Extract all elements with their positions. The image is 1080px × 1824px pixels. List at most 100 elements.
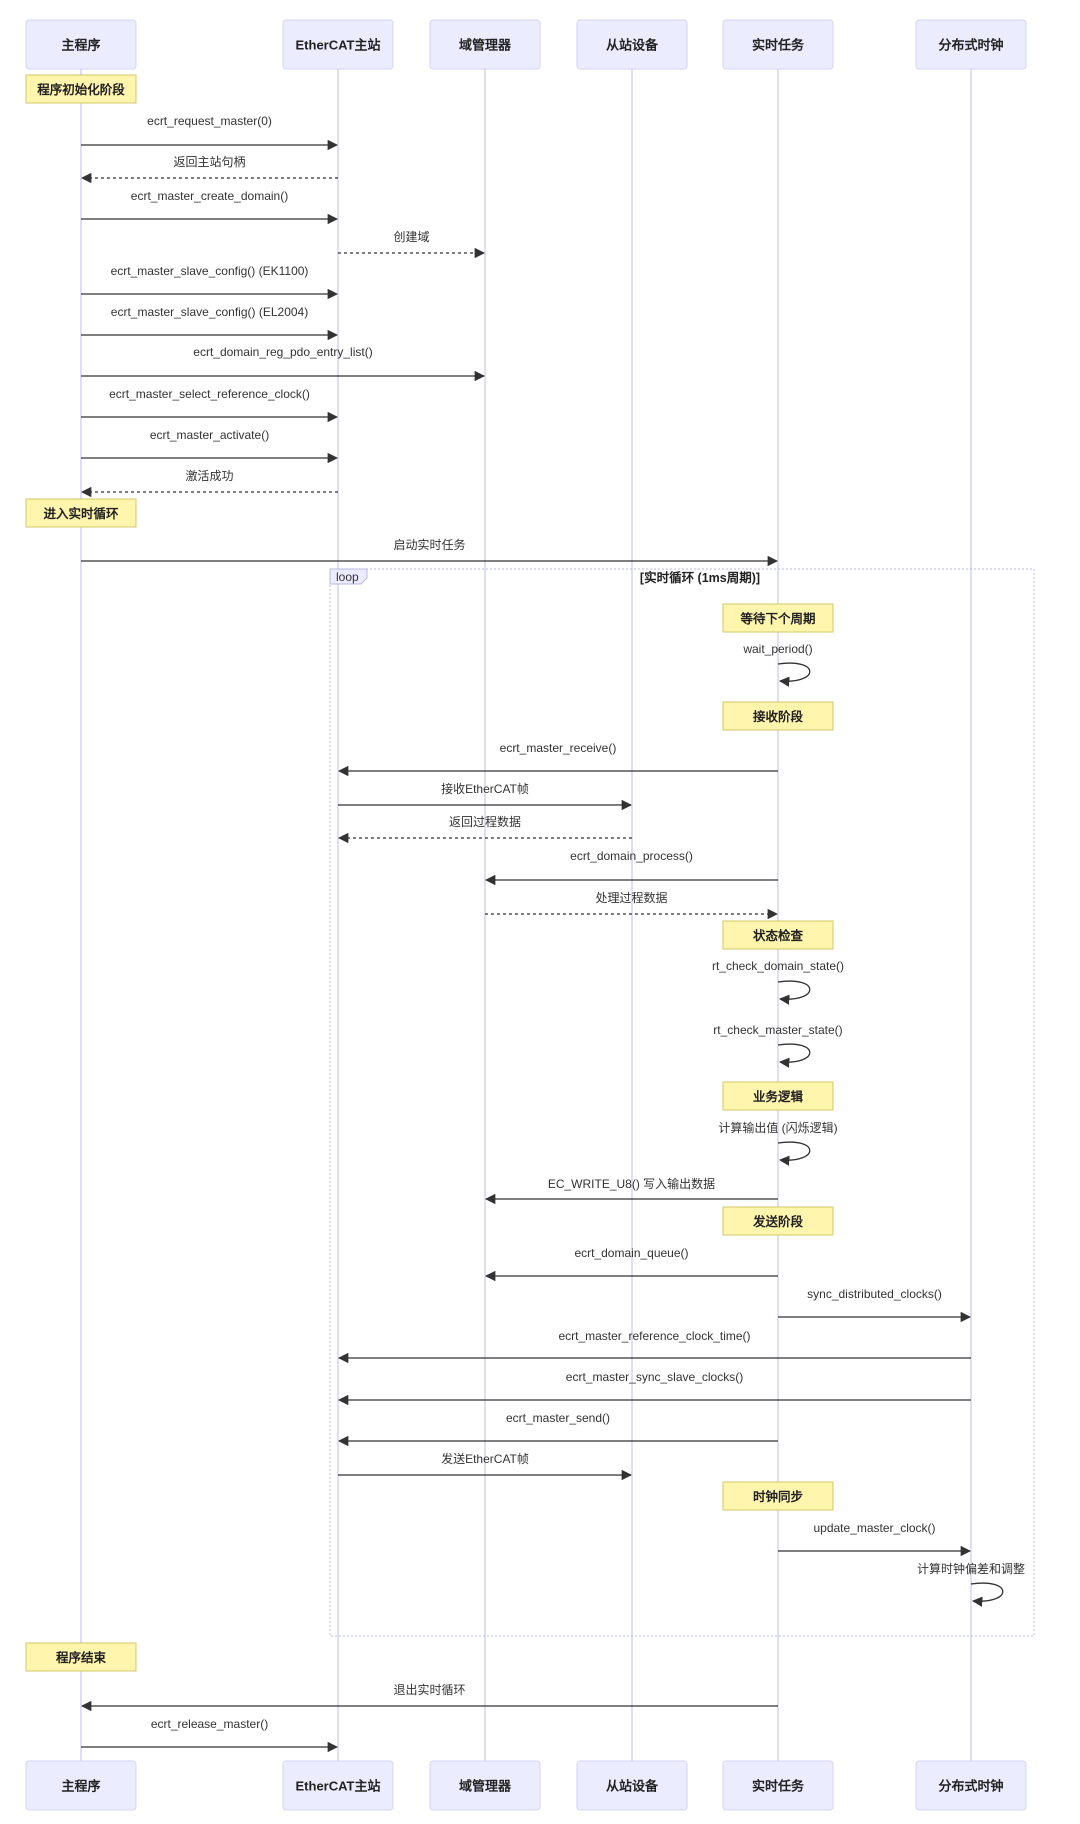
- message: ecrt_domain_queue(): [484, 1246, 778, 1282]
- note-text: 发送阶段: [752, 1214, 804, 1229]
- note-text: 程序初始化阶段: [37, 82, 125, 97]
- self-arrow: [777, 980, 811, 1005]
- message: ecrt_release_master(): [81, 1717, 339, 1753]
- participant-label: 从站设备: [606, 1779, 659, 1794]
- note-box: [722, 1081, 834, 1111]
- message-label: 返回过程数据: [449, 814, 521, 829]
- loop-frame: loop [实时循环 (1ms周期)]: [329, 568, 1035, 1637]
- participant-box: [722, 19, 834, 70]
- message-label: wait_period(): [742, 642, 812, 656]
- participant-label: 实时任务: [752, 38, 805, 53]
- message-label: ecrt_domain_reg_pdo_entry_list(): [193, 345, 372, 359]
- message-label: 处理过程数据: [595, 890, 667, 905]
- lifelines: [80, 69, 972, 1761]
- message: ecrt_master_send(): [337, 1411, 778, 1447]
- loop-tag: [329, 568, 368, 585]
- participant-label: EtherCAT主站: [296, 38, 381, 53]
- participant-box: [25, 1760, 137, 1811]
- note-text: 接收阶段: [753, 709, 804, 724]
- message: sync_distributed_clocks(): [778, 1287, 972, 1323]
- message-label: 退出实时循环: [393, 1682, 465, 1697]
- message: 接收EtherCAT帧: [338, 781, 633, 811]
- loop-condition: [实时循环 (1ms周期)]: [640, 570, 760, 585]
- message: ecrt_master_sync_slave_clocks(): [337, 1370, 971, 1406]
- message: ecrt_master_slave_config() (EL2004): [81, 305, 339, 341]
- message-label: ecrt_master_sync_slave_clocks(): [566, 1370, 743, 1384]
- message: 处理过程数据: [485, 890, 779, 920]
- message-label: ecrt_master_select_reference_clock(): [109, 387, 310, 401]
- participant-box: [915, 19, 1027, 70]
- message-label: ecrt_master_send(): [506, 1411, 610, 1425]
- note-box: [25, 74, 137, 104]
- loop-block: loop [实时循环 (1ms周期)]: [329, 568, 1035, 1637]
- participant-label: 分布式时钟: [938, 38, 1003, 53]
- message-label: ecrt_domain_queue(): [574, 1246, 688, 1260]
- note-text: 进入实时循环: [43, 506, 119, 521]
- message: 返回过程数据: [337, 814, 632, 844]
- note: 程序结束: [25, 1642, 137, 1672]
- self-arrow: [777, 1043, 811, 1068]
- note-text: 状态检查: [753, 928, 804, 943]
- participant-rt-bottom: 实时任务: [722, 1760, 834, 1811]
- participant-box: [722, 1760, 834, 1811]
- loop-border: [329, 568, 1035, 1637]
- note-text: 时钟同步: [753, 1489, 803, 1504]
- note: 业务逻辑: [722, 1081, 834, 1111]
- note-box: [722, 920, 834, 950]
- participant-main-top: 主程序: [25, 19, 137, 70]
- note: 等待下个周期: [722, 603, 834, 633]
- participant-label: EtherCAT主站: [296, 1779, 381, 1794]
- participants: 主程序主程序EtherCAT主站EtherCAT主站域管理器域管理器从站设备从站…: [25, 19, 1027, 1811]
- participant-label: 域管理器: [459, 1779, 512, 1794]
- message-label: ecrt_master_receive(): [500, 741, 617, 755]
- message-label: ecrt_request_master(0): [147, 114, 272, 128]
- self-message: rt_check_master_state(): [713, 1023, 843, 1068]
- participant-master-bottom: EtherCAT主站: [282, 1760, 394, 1811]
- participant-label: 分布式时钟: [938, 1779, 1003, 1794]
- note: 时钟同步: [722, 1481, 834, 1511]
- participant-box: [282, 19, 394, 70]
- participant-box: [576, 19, 688, 70]
- message: ecrt_master_create_domain(): [81, 189, 339, 225]
- message: 返回主站句柄: [80, 155, 338, 184]
- message: ecrt_master_reference_clock_time(): [337, 1329, 971, 1364]
- participant-master-top: EtherCAT主站: [282, 19, 394, 70]
- note: 接收阶段: [722, 701, 834, 731]
- loop-keyword: loop: [336, 570, 359, 584]
- message: ecrt_domain_process(): [484, 849, 778, 886]
- note-box: [25, 1642, 137, 1672]
- participant-dc-top: 分布式时钟: [915, 19, 1027, 70]
- participant-slave-top: 从站设备: [576, 19, 688, 70]
- message-label: ecrt_master_activate(): [150, 428, 269, 442]
- note-box: [722, 701, 834, 731]
- participant-box: [576, 1760, 688, 1811]
- self-arrow: [777, 1141, 811, 1166]
- message-label: 激活成功: [185, 469, 233, 483]
- participant-label: 主程序: [61, 1779, 100, 1794]
- participant-domain-bottom: 域管理器: [429, 1760, 541, 1811]
- participant-rt-top: 实时任务: [722, 19, 834, 70]
- note-box: [25, 498, 137, 528]
- message-label: 返回主站句柄: [173, 155, 245, 169]
- message-label: 接收EtherCAT帧: [441, 781, 529, 796]
- participant-dc-bottom: 分布式时钟: [915, 1760, 1027, 1811]
- message-label: ecrt_domain_process(): [570, 849, 693, 863]
- message-label: 启动实时任务: [393, 537, 465, 552]
- message: 激活成功: [80, 469, 338, 498]
- self-message: 计算时钟偏差和调整: [917, 1561, 1025, 1607]
- self-arrow: [777, 662, 811, 687]
- message: EC_WRITE_U8() 写入输出数据: [484, 1176, 778, 1205]
- message: ecrt_request_master(0): [81, 114, 339, 151]
- note: 程序初始化阶段: [25, 74, 137, 104]
- message-label: 创建域: [393, 230, 429, 244]
- message-label: update_master_clock(): [813, 1521, 935, 1535]
- events: 程序初始化阶段 ecrt_request_master(0) 返回主站句柄 ecrt_…: [25, 74, 1025, 1753]
- message: ecrt_domain_reg_pdo_entry_list(): [81, 345, 486, 382]
- note: 进入实时循环: [25, 498, 137, 528]
- message: ecrt_master_select_reference_clock(): [81, 387, 339, 423]
- participant-label: 从站设备: [606, 38, 659, 53]
- message-label: ecrt_master_create_domain(): [131, 189, 288, 203]
- note-box: [722, 1206, 834, 1236]
- note: 发送阶段: [722, 1206, 834, 1236]
